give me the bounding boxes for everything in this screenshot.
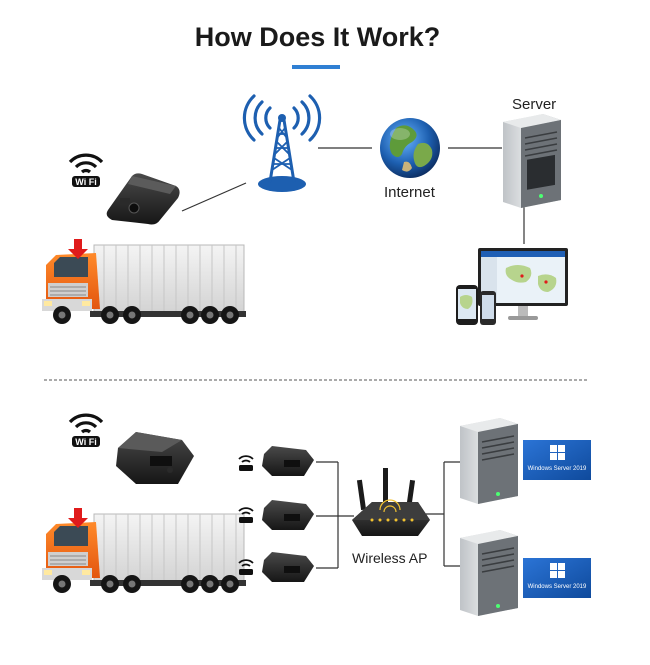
device-unit-3	[238, 552, 314, 582]
wifi-icon	[238, 455, 254, 471]
page-title: How Does It Work?	[194, 22, 441, 52]
windows-badge-text: Windows Server 2019	[528, 584, 587, 590]
wireless-ap-label: Wireless AP	[352, 550, 428, 566]
windows-server-badge: Windows Server 2019	[523, 558, 591, 598]
top-connection-lines	[181, 147, 525, 244]
cell-tower-icon	[242, 94, 322, 192]
arrow-down-icon	[68, 239, 88, 259]
dashcam-device	[106, 173, 180, 225]
dashcam-device	[116, 432, 194, 484]
server-tower	[460, 530, 518, 616]
svg-text:Wi Fi: Wi Fi	[75, 177, 96, 187]
device-unit-2	[238, 500, 314, 530]
monitor-with-map	[478, 248, 568, 320]
windows-logo	[550, 563, 565, 578]
wifi-icon: Wi Fi	[68, 153, 104, 187]
svg-text:Wi Fi: Wi Fi	[75, 437, 96, 447]
server-tower	[503, 114, 561, 208]
server-label: Server	[512, 96, 557, 113]
wifi-icon: Wi Fi	[68, 413, 104, 447]
internet-label: Internet	[384, 184, 435, 201]
server-tower	[460, 418, 518, 504]
device-unit-1	[238, 446, 314, 476]
windows-server-badge: Windows Server 2019	[523, 440, 591, 480]
windows-badge-text: Windows Server 2019	[528, 466, 587, 472]
wifi-icon	[238, 559, 254, 575]
windows-logo	[550, 445, 565, 460]
wifi-icon	[238, 507, 254, 523]
truck	[42, 239, 246, 324]
truck	[42, 508, 246, 593]
bottom-connection-lines	[316, 461, 462, 569]
smartphone	[456, 285, 496, 325]
wireless-router	[352, 468, 430, 536]
title-underline	[292, 65, 340, 69]
globe-icon	[380, 118, 440, 178]
arrow-down-icon	[68, 508, 88, 528]
